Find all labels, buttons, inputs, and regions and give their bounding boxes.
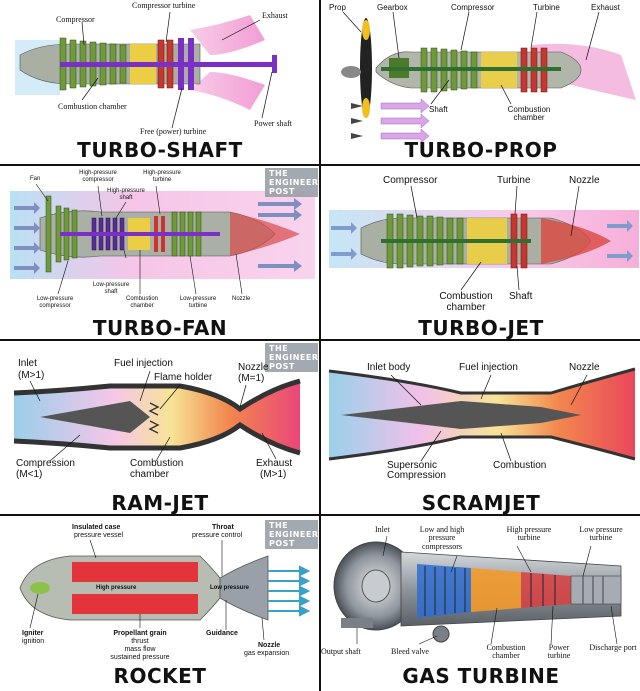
turbofan-title: TURBO-FAN xyxy=(92,316,228,339)
turboshaft-label-compressor: Compressor xyxy=(56,15,95,24)
gasturbine-panel: Inlet Low and high pressure compressors … xyxy=(321,516,640,691)
gasturbine-title: GAS TURBINE xyxy=(402,664,560,688)
rocket-label-sustained-pressure: sustained pressure xyxy=(110,654,170,661)
turboshaft-diagram xyxy=(15,11,277,129)
turboshaft-title: TURBO-SHAFT xyxy=(77,138,243,162)
scramjet-diagram xyxy=(328,367,636,462)
turboprop-label-prop: Prop xyxy=(329,3,346,12)
gasturbine-label-lp-hp-compressors: Low and high pressure compressors xyxy=(419,525,465,551)
turbojet-label-nozzle: Nozzle xyxy=(569,175,600,186)
scramjet-label-combustion: Combustion xyxy=(493,460,547,471)
turboprop-label-gearbox: Gearbox xyxy=(377,3,408,12)
ramjet-label-nozzle-mach: (M=1) xyxy=(238,373,265,384)
ramjet-diagram xyxy=(13,370,301,462)
gasturbine-diagram xyxy=(333,535,622,645)
rocket-label-propellant-grain: Propellant grain xyxy=(113,630,167,637)
turboshaft-panel: Compressor turbine Exhaust Compressor Co… xyxy=(0,0,318,164)
turboprop-label-compressor: Compressor xyxy=(451,3,495,12)
turboshaft-label-compressor-turbine: Compressor turbine xyxy=(132,1,196,10)
gasturbine-label-power-turbine: Power turbine xyxy=(547,643,571,661)
rocket-label-mass-flow: mass flow xyxy=(124,646,156,653)
ramjet-panel: THE ENGINEERS POST Inlet (M>1) Fuel inje… xyxy=(0,341,318,514)
turbofan-panel: THE ENGINEERS POST Fan High-pressure com… xyxy=(0,166,318,339)
scramjet-label-inlet-body: Inlet body xyxy=(367,362,411,373)
rocket-title: ROCKET xyxy=(113,664,207,688)
turbofan-watermark: THE ENGINEERS POST xyxy=(265,168,318,197)
gasturbine-label-combustion-chamber: Combustion chamber xyxy=(486,643,526,661)
turbojet-diagram xyxy=(329,185,639,291)
turbojet-panel: Compressor Turbine Nozzle Combustion cha… xyxy=(321,166,640,339)
turboprop-label-exhaust: Exhaust xyxy=(591,3,620,12)
rocket-label-pressure-vessel: pressure vessel xyxy=(74,532,124,539)
rocket-label-gas-expansion: gas expansion xyxy=(244,650,290,657)
turbojet-label-shaft: Shaft xyxy=(509,291,533,302)
rocket-label-high-pressure: High pressure xyxy=(96,585,137,591)
rocket-label-low-pressure: Low pressure xyxy=(210,585,250,591)
gasturbine-label-lp-turbine: Low pressure turbine xyxy=(579,525,623,543)
rocket-label-igniter: Igniter xyxy=(22,630,44,637)
scramjet-label-compression: Compression xyxy=(387,470,446,481)
rocket-label-ignition: ignition xyxy=(22,638,45,645)
rocket-diagram xyxy=(19,539,311,641)
ramjet-label-inlet-mach: (M>1) xyxy=(18,370,45,381)
ramjet-watermark: THE ENGINEERS POST xyxy=(265,343,318,372)
scramjet-label-supersonic: Supersonic xyxy=(387,460,438,471)
turbofan-label-fan: Fan xyxy=(30,176,41,182)
scramjet-panel: Inlet body Fuel injection Nozzle Superso… xyxy=(321,341,640,514)
rocket-watermark: THE ENGINEERS POST xyxy=(265,520,318,549)
rocket-label-pressure-control: pressure control xyxy=(192,532,243,539)
turboprop-diagram xyxy=(341,11,636,144)
scramjet-title: SCRAMJET xyxy=(421,491,541,514)
turbojet-label-compressor: Compressor xyxy=(383,175,438,186)
turboprop-title: TURBO-PROP xyxy=(404,138,558,162)
turbofan-label-hp-shaft: High-pressure shaft xyxy=(107,188,145,201)
turbojet-label-turbine: Turbine xyxy=(497,175,531,186)
ramjet-label-inlet: Inlet xyxy=(18,358,37,369)
turbofan-label-hp-compressor: High-pressure compressor xyxy=(79,170,117,183)
ramjet-label-flame-holder: Flame holder xyxy=(154,372,213,383)
rocket-panel: THE ENGINEERS POST Insulated case pressu… xyxy=(0,516,318,691)
turbofan-label-lp-compressor: Low-pressure compressor xyxy=(36,296,74,309)
turboshaft-label-power-shaft: Power shaft xyxy=(254,119,292,128)
turboshaft-label-combustion-chamber: Combustion chamber xyxy=(58,102,127,111)
ramjet-label-nozzle: Nozzle xyxy=(238,362,269,373)
gasturbine-label-inlet: Inlet xyxy=(375,525,390,534)
rocket-label-thrust: thrust xyxy=(131,638,149,645)
turbofan-label-nozzle: Nozzle xyxy=(232,296,251,302)
turbojet-label-combustion-chamber: Combustion chamber xyxy=(439,291,493,313)
rocket-label-nozzle: Nozzle xyxy=(258,642,281,649)
turboprop-label-shaft: Shaft xyxy=(429,105,448,114)
turbofan-label-combustion-chamber: Combustion chamber xyxy=(125,296,158,309)
turbofan-label-hp-turbine: High-pressure turbine xyxy=(143,170,181,183)
turbofan-label-lp-shaft: Low-pressure shaft xyxy=(92,282,130,295)
turbofan-diagram xyxy=(10,183,315,295)
turboshaft-label-exhaust: Exhaust xyxy=(262,11,288,20)
rocket-label-insulated-case: Insulated case xyxy=(72,524,121,531)
scramjet-label-nozzle: Nozzle xyxy=(569,362,600,373)
turboshaft-label-free-power-turbine: Free (power) turbine xyxy=(140,127,207,136)
turboprop-panel: Prop Gearbox Compressor Turbine Exhaust … xyxy=(321,0,640,164)
ramjet-label-fuel-injection: Fuel injection xyxy=(114,358,173,369)
turbojet-title: TURBO-JET xyxy=(418,316,544,339)
rocket-label-guidance: Guidance xyxy=(206,630,238,637)
rocket-label-throat: Throat xyxy=(212,524,234,531)
ramjet-label-compression-mach: (M<1) xyxy=(16,469,43,480)
gasturbine-label-output-shaft: Output shaft xyxy=(321,647,361,656)
gasturbine-label-bleed-valve: Bleed valve xyxy=(391,647,429,656)
ramjet-label-combustion: Combustion xyxy=(130,458,184,469)
turboprop-label-combustion-chamber: Combustion chamber xyxy=(507,105,551,123)
gasturbine-label-discharge-port: Discharge port xyxy=(589,643,637,652)
turbofan-label-lp-turbine: Low-pressure turbine xyxy=(179,296,217,309)
scramjet-label-fuel-injection: Fuel injection xyxy=(459,362,518,373)
ramjet-label-exhaust: Exhaust xyxy=(256,458,293,469)
ramjet-title: RAM-JET xyxy=(111,491,209,514)
ramjet-label-exhaust-mach: (M>1) xyxy=(260,469,287,480)
gasturbine-label-hp-turbine: High pressure turbine xyxy=(506,525,552,543)
turboprop-label-turbine: Turbine xyxy=(533,3,560,12)
ramjet-label-compression: Compression xyxy=(16,458,75,469)
ramjet-label-combustion-sub: chamber xyxy=(130,469,169,480)
divider-column xyxy=(319,0,321,691)
